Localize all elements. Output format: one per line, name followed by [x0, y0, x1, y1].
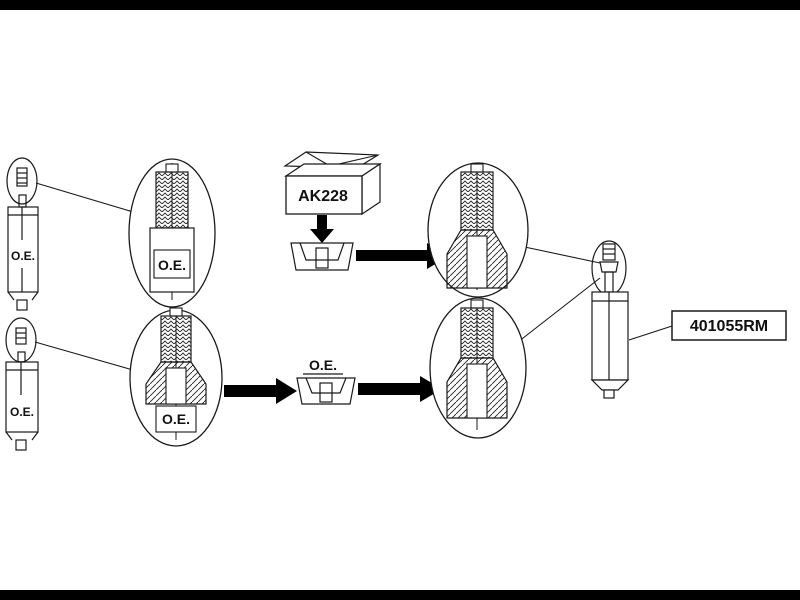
- arrow-right-mid-left: [224, 378, 297, 404]
- arrow-right-top: [356, 243, 449, 269]
- stud-top: [15, 327, 27, 345]
- connector-line: [628, 325, 673, 341]
- magnified-view-top-left: O.E.: [128, 158, 216, 308]
- oe-bushing-center: O.E.: [296, 357, 356, 405]
- kit-bushing: [290, 242, 354, 271]
- oe-part-bottom-left: [5, 317, 39, 451]
- threaded-stud: [460, 171, 494, 231]
- connector-line: [517, 277, 601, 343]
- oe-label-small-top-left: O.E.: [11, 249, 35, 263]
- magnified-view-top-right: [427, 162, 529, 298]
- threaded-stud: [155, 171, 189, 229]
- stud-top: [602, 243, 616, 261]
- connector-line: [35, 182, 141, 215]
- connector-line: [519, 245, 601, 264]
- ak228-kit-box: AK228: [283, 151, 382, 216]
- connector-line: [34, 341, 141, 373]
- detail-circle: [6, 157, 38, 205]
- part-number-label: 401055RM: [690, 318, 768, 335]
- oe-label-center-bushing: O.E.: [309, 357, 337, 373]
- replacement-part-right: [590, 240, 630, 399]
- oe-label-box: [153, 249, 191, 279]
- bottom-frame-bar: [0, 590, 800, 600]
- magnified-view-bottom-left: O.E.: [129, 307, 223, 447]
- oe-label-magnified-bottom: O.E.: [162, 411, 190, 427]
- top-frame-bar: [0, 0, 800, 10]
- oe-label-magnified-top: O.E.: [158, 257, 186, 273]
- arrow-right-mid-right: [358, 376, 442, 402]
- detail-circle: [5, 317, 37, 363]
- part-body: [7, 206, 39, 293]
- part-body: [5, 361, 39, 433]
- kit-label: AK228: [298, 188, 348, 205]
- connector-lines: [34, 182, 673, 373]
- magnified-view-bottom-right: [429, 297, 527, 439]
- stud-tip: [165, 163, 179, 173]
- threaded-stud: [460, 307, 494, 359]
- oe-label-box: [155, 405, 197, 433]
- part-body: [591, 291, 629, 381]
- stud-tip: [470, 299, 484, 309]
- box-front-face: [285, 175, 363, 215]
- oe-part-top-left: [6, 157, 39, 311]
- stud-top: [16, 167, 28, 187]
- part-number-callout: 401055RM: [671, 310, 787, 341]
- arrow-down: [310, 215, 334, 243]
- threaded-stud: [160, 315, 192, 363]
- stud-tip: [169, 307, 183, 317]
- stud-tip: [470, 163, 484, 173]
- oe-label-small-bottom-left: O.E.: [10, 405, 34, 419]
